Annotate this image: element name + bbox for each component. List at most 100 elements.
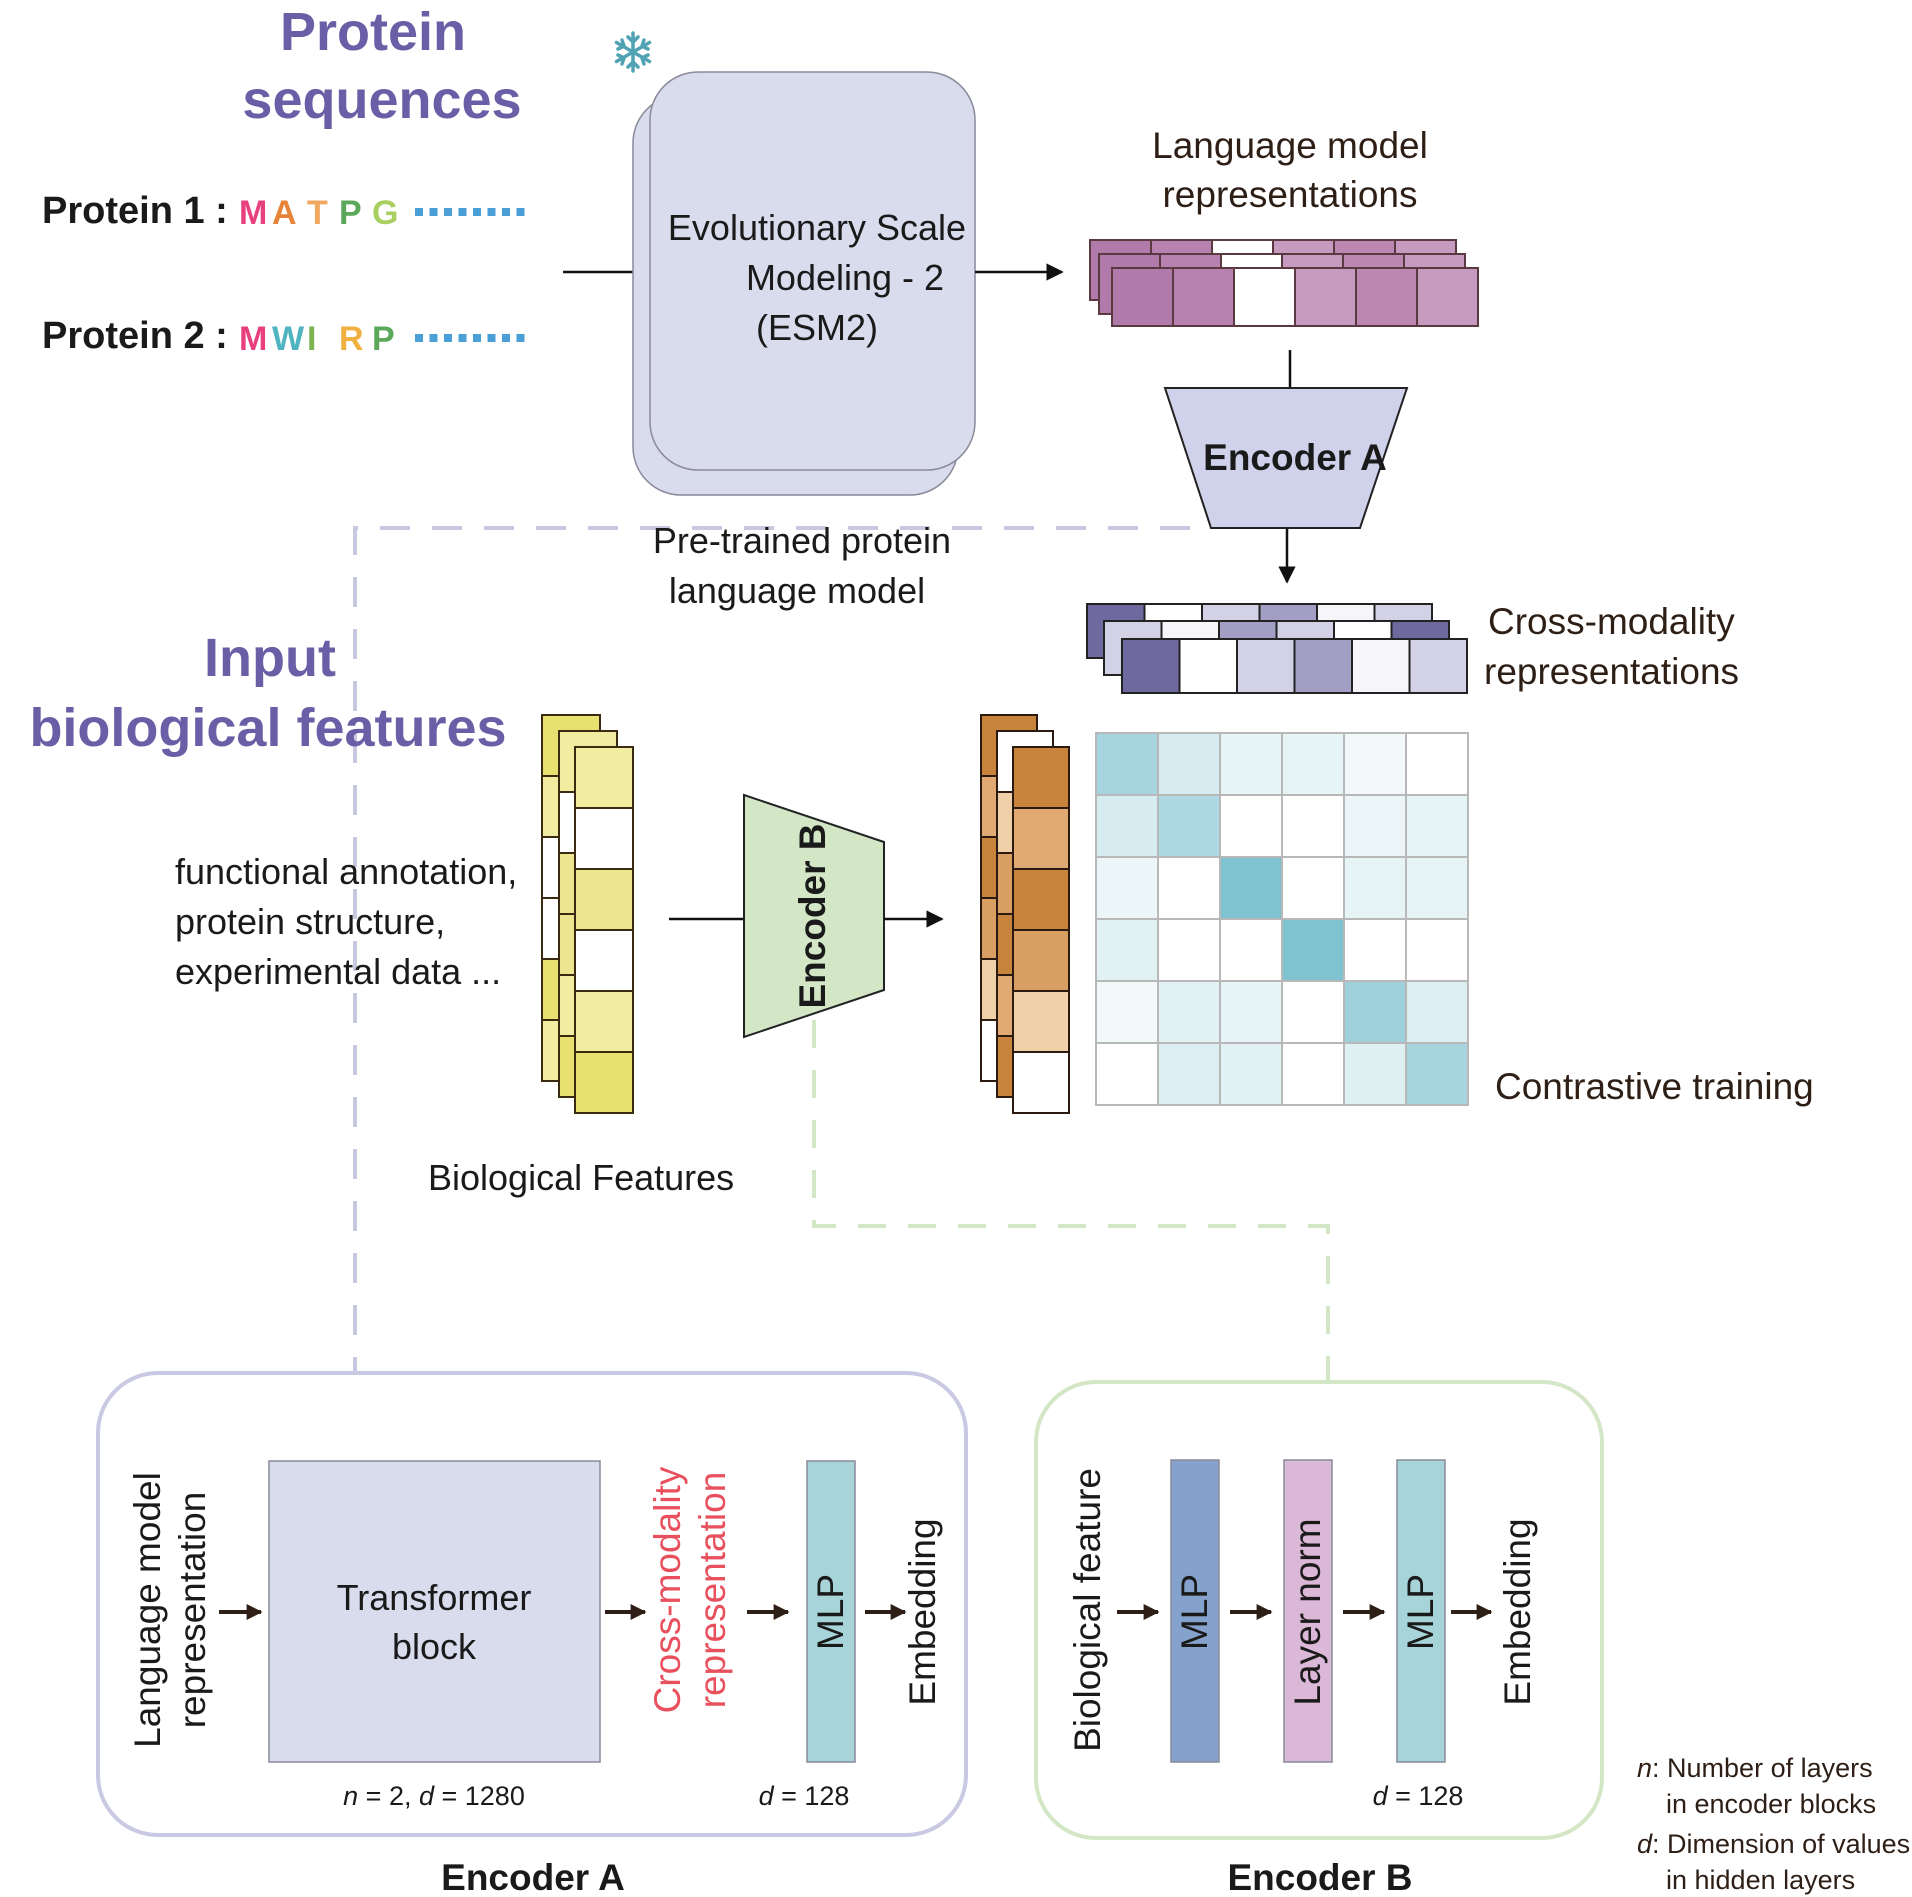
similarity-cell [1219, 732, 1283, 796]
encoder-b-connector [812, 1020, 1330, 1382]
residue-w: W [272, 320, 305, 358]
contrastive-similarity-matrix [1095, 732, 1469, 1106]
sequence-ellipsis-dot [444, 208, 452, 216]
similarity-cell [1219, 794, 1283, 858]
similarity-cell [1405, 1042, 1469, 1106]
lm-rep-cell [1294, 267, 1357, 327]
biological-features-caption: Biological Features [428, 1157, 734, 1198]
encoder-a-detail-panel: Language model representation Transforme… [96, 1371, 968, 1837]
lm-rep-cell [1416, 267, 1479, 327]
enc-b-input-label: Biological feature [1067, 1468, 1108, 1752]
similarity-cell [1405, 918, 1469, 982]
similarity-cell [1095, 732, 1159, 796]
cross-modality-label-line1: Cross-modality [1488, 601, 1735, 642]
sequence-ellipsis-dot [516, 208, 525, 216]
bio-embedding-cell [1012, 1051, 1070, 1114]
similarity-cell [1405, 732, 1469, 796]
similarity-cell [1343, 794, 1407, 858]
cross-modality-cell [1293, 638, 1353, 694]
esm-label-line3: (ESM2) [756, 307, 878, 348]
residue-i: I [307, 320, 316, 358]
transformer-block [268, 1460, 601, 1763]
lm-representation-stack [1089, 239, 1479, 327]
lm-rep-label-line2: representations [1162, 174, 1417, 215]
protein-1-label: Protein 1 : [42, 190, 228, 232]
encoder-a-connector [353, 526, 1190, 1372]
similarity-cell [1095, 794, 1159, 858]
residue-p: P [372, 320, 395, 358]
similarity-cell [1157, 918, 1221, 982]
transformer-label-line2: block [392, 1626, 477, 1667]
enc-b-mlp1-block [1170, 1459, 1220, 1763]
lm-rep-cell [1111, 267, 1174, 327]
features-description-line3: experimental data ... [175, 951, 501, 992]
enc-a-embedding-label: Embedding [902, 1518, 943, 1705]
similarity-cell [1219, 1042, 1283, 1106]
enc-b-mlp2-block [1396, 1459, 1446, 1763]
biological-feature-stack [541, 714, 634, 1114]
sequence-ellipsis-dot [444, 334, 452, 342]
encoder-b-shape-label: Encoder B [792, 823, 833, 1008]
enc-b-embedding-label: Embedding [1497, 1518, 1538, 1705]
protein-sequences-title-line2: sequences [242, 70, 521, 130]
enc-a-input-label-line2: representation [172, 1492, 213, 1729]
residue-m: M [239, 194, 267, 232]
protein-2-label: Protein 2 : [42, 315, 228, 357]
esm-caption-line1: Pre-trained protein [653, 520, 951, 561]
input-features-title: Input [204, 628, 336, 688]
transformer-label-line1: Transformer [337, 1577, 532, 1618]
sequence-ellipsis-dot [487, 208, 496, 216]
encoder-b-panel-title: Encoder B [1227, 1857, 1412, 1897]
protein-sequences-title: Protein [280, 2, 466, 62]
enc-a-cross-label-line1: Cross-modality [647, 1466, 688, 1713]
bio-feature-cell [574, 990, 634, 1053]
esm-label-line2: Modeling - 2 [746, 257, 944, 298]
bio-feature-cell [574, 1051, 634, 1114]
cross-modality-cell [1351, 638, 1411, 694]
similarity-cell [1405, 856, 1469, 920]
similarity-cell [1281, 1042, 1345, 1106]
similarity-cell [1281, 732, 1345, 796]
enc-a-mlp-block [806, 1460, 856, 1763]
encoder-b-detail-panel: Biological feature MLP Layer norm MLP d … [1034, 1380, 1604, 1840]
enc-a-input-label-line1: Language model [127, 1472, 168, 1748]
bio-embedding-cell [1012, 990, 1070, 1053]
sequence-ellipsis-dot [415, 334, 423, 342]
similarity-cell [1157, 1042, 1221, 1106]
similarity-cell [1219, 918, 1283, 982]
encoder-a-shape-label: Encoder A [1203, 437, 1387, 478]
enc-a-cross-label-line2: representation [692, 1472, 733, 1709]
sequence-ellipsis-dot [429, 334, 438, 342]
similarity-cell [1095, 918, 1159, 982]
similarity-cell [1095, 1042, 1159, 1106]
cross-modality-cell [1121, 638, 1181, 694]
bio-feature-cell [574, 746, 634, 809]
esm2-model-box: Evolutionary Scale Modeling - 2 (ESM2) [632, 71, 976, 496]
layer-norm-block [1283, 1459, 1333, 1763]
sequence-ellipsis-dot [473, 208, 481, 216]
bio-feature-cell [574, 807, 634, 870]
legend-d: d: Dimension of values [1637, 1829, 1910, 1859]
encoder-b-shape: Encoder B [743, 793, 885, 1039]
sequence-ellipsis-dot [458, 334, 467, 342]
similarity-cell [1157, 732, 1221, 796]
features-description-line1: functional annotation, [175, 851, 517, 892]
cross-modality-cell [1408, 638, 1468, 694]
features-description-line2: protein structure, [175, 901, 445, 942]
similarity-cell [1219, 980, 1283, 1044]
bio-embedding-cell [1012, 807, 1070, 870]
similarity-cell [1095, 980, 1159, 1044]
encoder-a-shape: Encoder A [1163, 387, 1409, 529]
cross-modality-cell [1178, 638, 1238, 694]
similarity-cell [1157, 794, 1221, 858]
layer-norm-label: Layer norm [1287, 1518, 1328, 1705]
enc-b-mlp2-label: MLP [1400, 1574, 1441, 1650]
similarity-cell [1343, 918, 1407, 982]
legend: n: Number of layers in encoder blocks d:… [1637, 1753, 1910, 1895]
transformer-params: n = 2, d = 1280 [343, 1781, 525, 1811]
similarity-cell [1219, 856, 1283, 920]
